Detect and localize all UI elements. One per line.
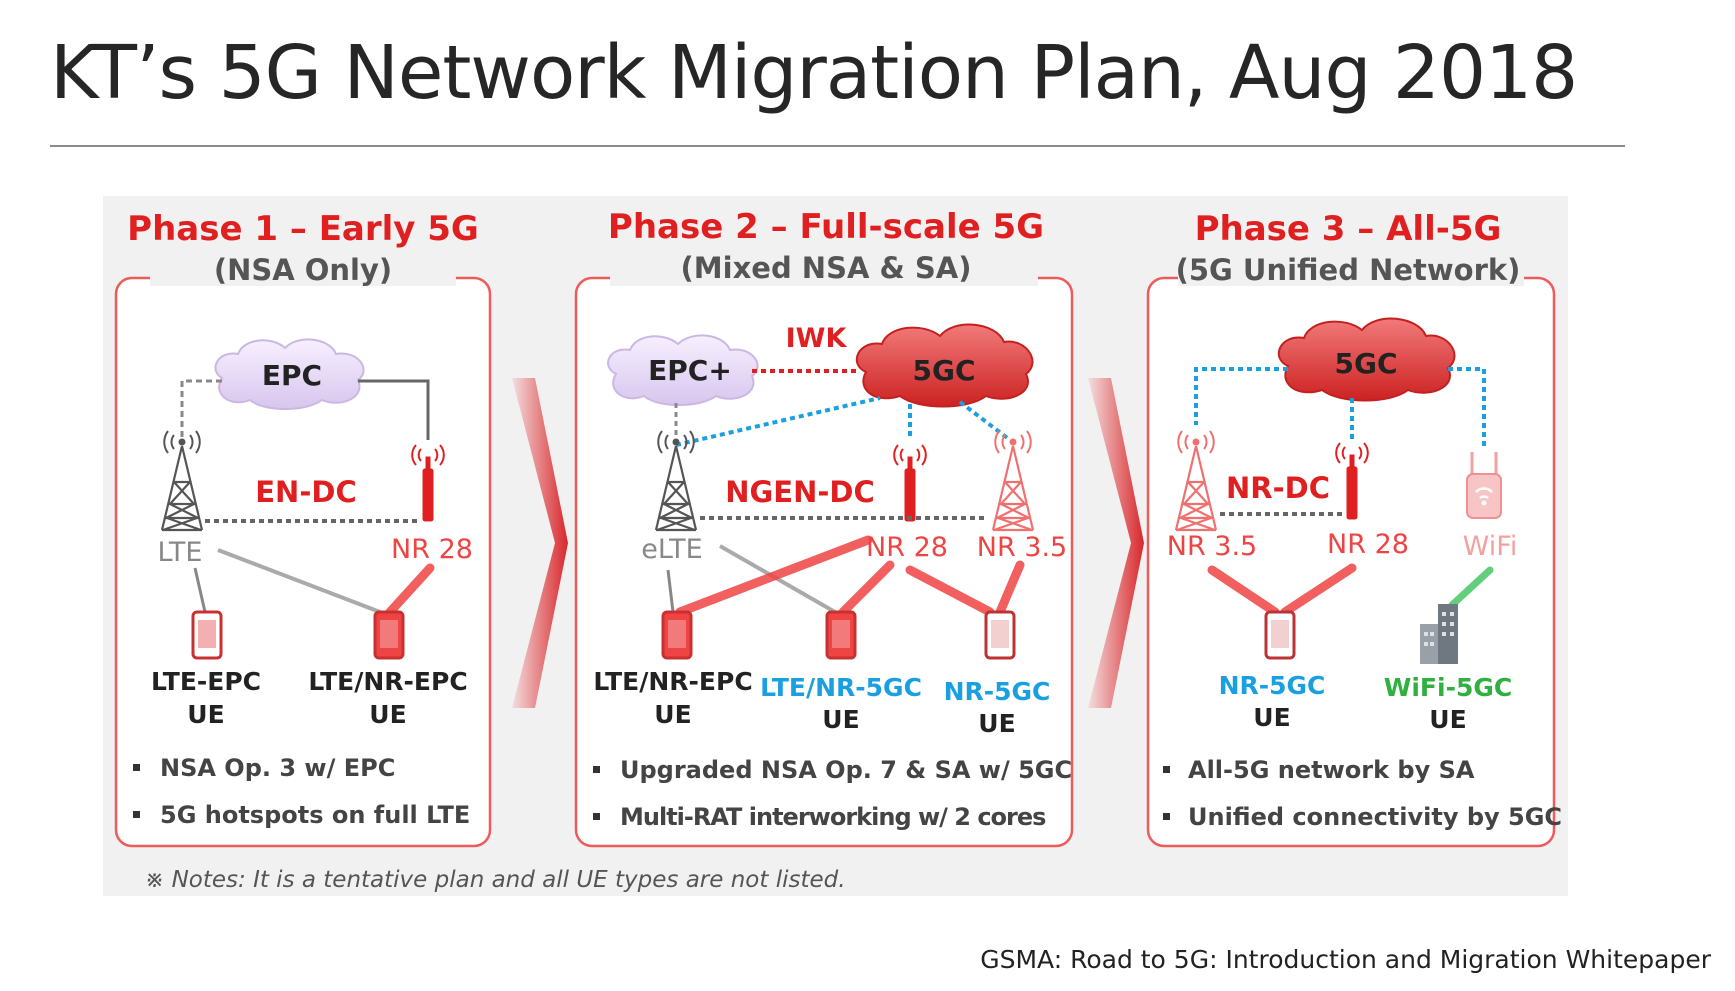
phase1-subtitle: (NSA Only) (214, 253, 392, 287)
phase2-subtitle: (Mixed NSA & SA) (681, 251, 972, 285)
ue2-label: LTE/NR-EPC (308, 667, 467, 696)
phase1-title: Phase 1 – Early 5G (127, 209, 479, 249)
chevron-arrow-2 (1088, 378, 1144, 708)
epc-label: EPC (262, 359, 322, 392)
phase3-ue1-label: NR-5GC (1219, 671, 1326, 700)
nr28-label: NR 28 (391, 534, 473, 565)
iot-device-icon (1420, 604, 1458, 664)
wifi-router-icon (1466, 452, 1502, 519)
iwk-label: IWK (786, 323, 848, 354)
lte-label: LTE (158, 537, 203, 568)
phase1-bullet-2: 5G hotspots on full LTE (160, 801, 470, 829)
nr35-label-phase2: NR 3.5 (977, 532, 1067, 563)
slide-title: KT’s 5G Network Migration Plan, Aug 2018 (50, 30, 1578, 116)
5gc-label-phase2: 5GC (912, 354, 975, 387)
phase2-ue2-sublabel: UE (822, 705, 859, 734)
phase2-bullet-2: Multi-RAT interworking w/ 2 cores (620, 803, 1046, 831)
phase3-bullet-1: All-5G network by SA (1188, 756, 1475, 784)
wifi-label: WiFi (1463, 531, 1518, 562)
phase1-bullet-1: NSA Op. 3 w/ EPC (160, 754, 395, 782)
phase3-title: Phase 3 – All-5G (1195, 209, 1502, 249)
phone-icon-ue1 (191, 610, 223, 660)
phase2-ue3-sublabel: UE (978, 709, 1015, 738)
epc-cloud: EPC (214, 338, 365, 410)
phase3-ue2-label: WiFi-5GC (1384, 673, 1512, 702)
phone-icon-ue2-phase2 (825, 610, 857, 660)
epc-plus-label: EPC+ (648, 354, 732, 387)
5gc-label-phase3: 5GC (1334, 347, 1397, 380)
phase2-ue1-label: LTE/NR-EPC (593, 667, 752, 696)
phase3-ue1-sublabel: UE (1253, 703, 1290, 732)
title-divider (50, 145, 1625, 147)
phone-icon-ue1-phase2 (661, 610, 693, 660)
chevron-arrow-1 (512, 378, 568, 708)
phase3-bullet-2: Unified connectivity by 5GC (1188, 803, 1562, 831)
phase2-ue3-label: NR-5GC (944, 677, 1051, 706)
phase2-bullet-1: Upgraded NSA Op. 7 & SA w/ 5GC (620, 756, 1072, 784)
5gc-cloud-phase2: 5GC (855, 323, 1034, 408)
en-dc-label: EN-DC (255, 475, 356, 509)
ue1-sublabel: UE (187, 700, 224, 729)
epc-nr-link (358, 379, 430, 440)
ngen-dc-label: NGEN-DC (725, 475, 875, 509)
phase3-ue2-sublabel: UE (1429, 705, 1466, 734)
5gc-cloud-phase3: 5GC (1277, 317, 1456, 402)
phone-icon-ue2 (373, 610, 405, 660)
ue1-label: LTE-EPC (151, 667, 261, 696)
epc-lte-link (180, 379, 222, 445)
phase3-subtitle: (5G Unified Network) (1176, 253, 1521, 287)
epc-plus-cloud: EPC+ (607, 334, 759, 406)
source-citation: GSMA: Road to 5G: Introduction and Migra… (980, 945, 1711, 974)
phase2-ue2-label: LTE/NR-5GC (760, 673, 922, 702)
elte-label: eLTE (641, 534, 703, 565)
nr28-label-phase2: NR 28 (866, 532, 948, 563)
nr28-label-phase3: NR 28 (1327, 529, 1409, 560)
phone-icon-ue1-phase3 (1264, 610, 1296, 660)
ue2-sublabel: UE (369, 700, 406, 729)
phase2-title: Phase 2 – Full-scale 5G (608, 207, 1044, 247)
nr-dc-label: NR-DC (1226, 471, 1330, 505)
phase2-ue1-sublabel: UE (654, 700, 691, 729)
phone-icon-ue3-phase2 (984, 610, 1016, 660)
nr35-label-phase3: NR 3.5 (1167, 531, 1257, 562)
diagram-note: ※ Notes: It is a tentative plan and all … (145, 867, 846, 893)
